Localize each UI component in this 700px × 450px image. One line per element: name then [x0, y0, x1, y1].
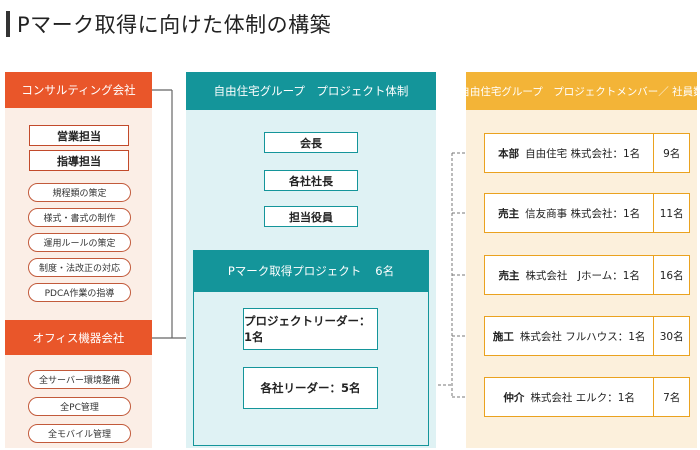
project-header: Pマーク取得プロジェクト 6名 — [193, 250, 429, 292]
member-company: 株式会社 エルク：1名 — [530, 391, 635, 404]
member-role: 仲介 — [503, 391, 525, 404]
office-task-pill: 全PC管理 — [28, 397, 131, 416]
page-title: Pマーク取得に向けた体制の構築 — [17, 13, 332, 37]
member-role: 売主 — [498, 207, 520, 220]
member-company: 株式会社 Jホーム：1名 — [525, 269, 640, 282]
consulting-header: コンサルティング会社 — [5, 72, 152, 108]
member-row: 仲介株式会社 エルク：1名 7名 — [484, 377, 690, 417]
guidance-role-box: 指導担当 — [29, 150, 129, 171]
task-pill: 制度・法改正の対応 — [28, 258, 131, 277]
member-staff-count: 9名 — [653, 134, 689, 172]
project-name: Pマーク取得プロジェクト — [227, 264, 362, 278]
structure-header: 自由住宅グループ プロジェクト体制 — [186, 72, 436, 110]
member-staff-count: 11名 — [653, 194, 689, 232]
member-company: 株式会社 フルハウス：1名 — [519, 330, 646, 343]
office-header: オフィス機器会社 — [5, 320, 152, 355]
task-pill: PDCA作業の指導 — [28, 283, 131, 302]
member-company: 信友商事 株式会社：1名 — [525, 207, 641, 220]
officer-box: 担当役員 — [264, 206, 358, 227]
title-accent-bar — [6, 11, 10, 37]
chairman-box: 会長 — [264, 132, 358, 153]
member-row: 売主信友商事 株式会社：1名 11名 — [484, 193, 690, 233]
member-staff-count: 30名 — [653, 317, 689, 355]
member-role: 本部 — [498, 147, 520, 160]
member-role: 施工 — [492, 330, 514, 343]
sales-role-box: 営業担当 — [29, 125, 129, 146]
member-row: 本部自由住宅 株式会社：1名 9名 — [484, 133, 690, 173]
project-leader-box: プロジェクトリーダー：1名 — [243, 308, 378, 350]
members-header: 自由住宅グループ プロジェクトメンバー／ 社員数 — [459, 72, 700, 110]
member-company: 自由住宅 株式会社：1名 — [525, 147, 641, 160]
member-row: 売主株式会社 Jホーム：1名 16名 — [484, 255, 690, 295]
member-staff-count: 7名 — [653, 378, 689, 416]
sub-leaders-box: 各社リーダー：5名 — [243, 367, 378, 409]
task-pill: 運用ルールの策定 — [28, 233, 131, 252]
task-pill: 様式・書式の制作 — [28, 208, 131, 227]
presidents-box: 各社社長 — [264, 170, 358, 191]
task-pill: 規程類の策定 — [28, 183, 131, 202]
member-row: 施工株式会社 フルハウス：1名 30名 — [484, 316, 690, 356]
member-staff-count: 16名 — [653, 256, 689, 294]
office-task-pill: 全モバイル管理 — [28, 424, 131, 443]
office-task-pill: 全サーバー環境整備 — [28, 370, 131, 389]
project-count: 6名 — [375, 264, 395, 278]
member-role: 売主 — [498, 269, 520, 282]
